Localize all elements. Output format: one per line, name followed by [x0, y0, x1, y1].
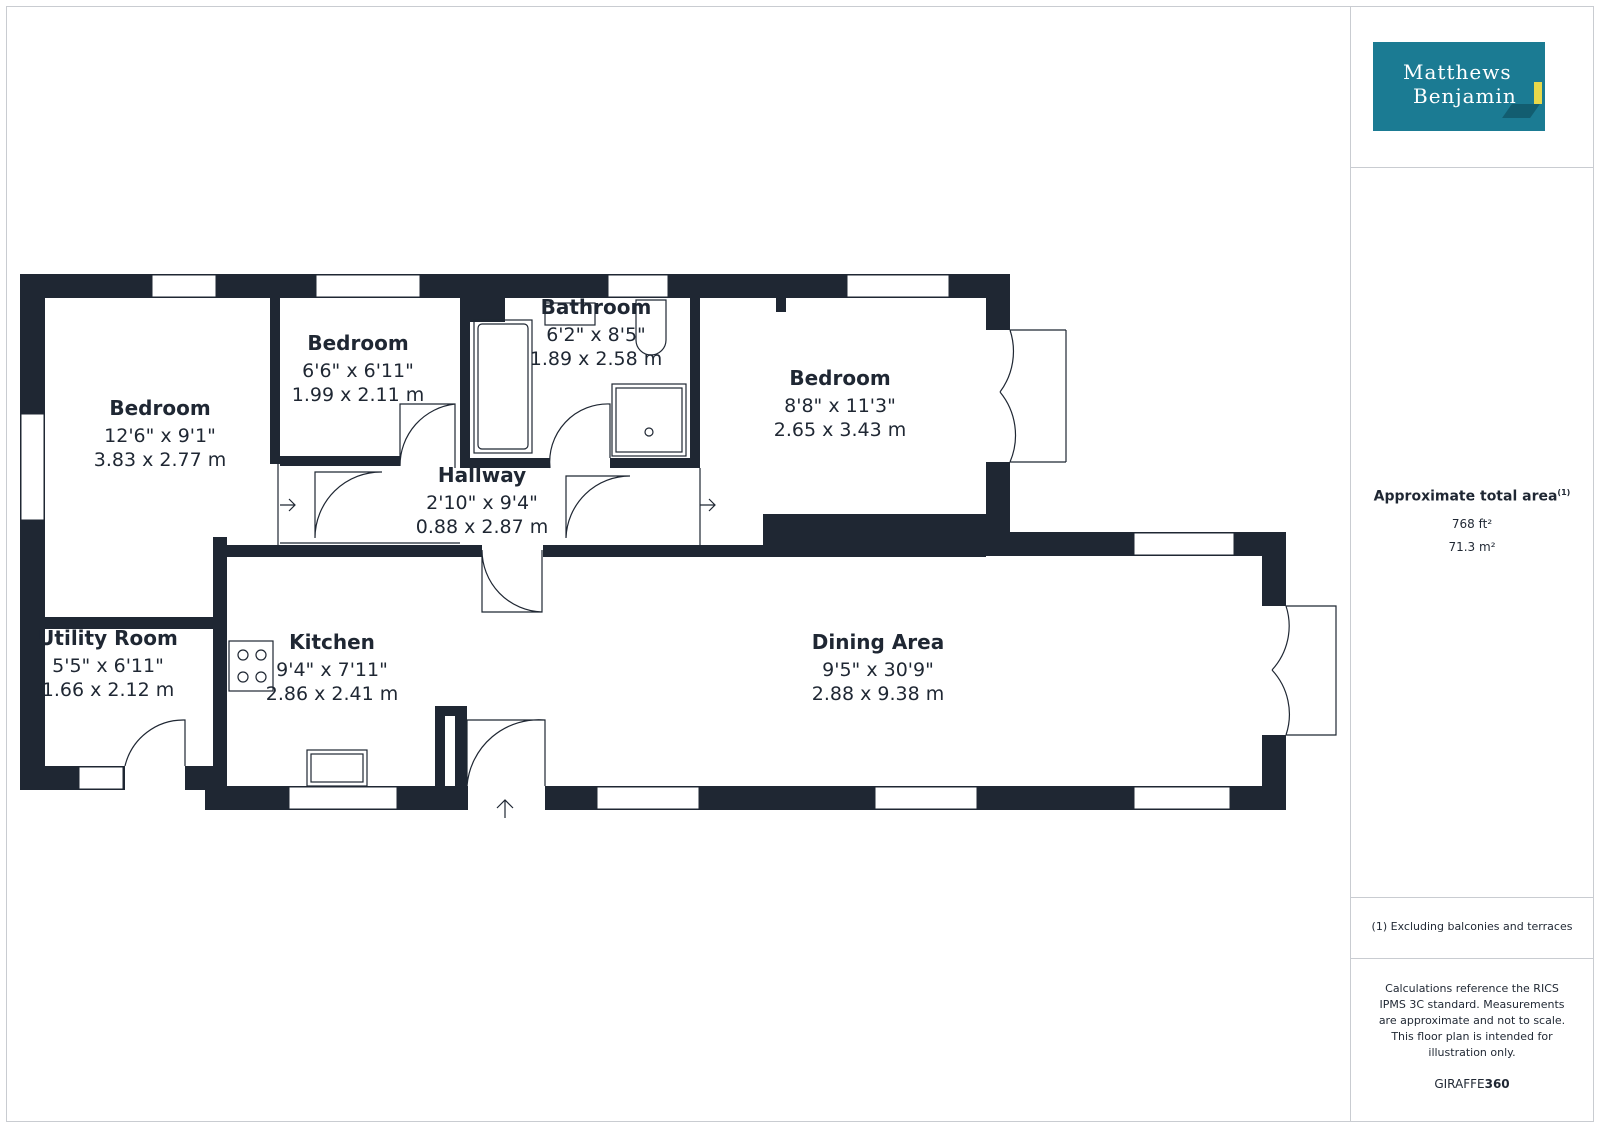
wall-left — [20, 274, 45, 790]
label-bedroom2-metric: 1.99 x 2.11 m — [292, 384, 424, 406]
door-hall-dining — [481, 549, 543, 613]
window-bathroom — [607, 274, 669, 298]
total-area-title: Approximate total area(1) — [1352, 488, 1592, 505]
window-dining-bottom-1 — [596, 786, 700, 810]
entrance-arrow — [496, 799, 514, 818]
window-bedroom1-left — [20, 413, 45, 521]
window-dining-bottom-2 — [874, 786, 978, 810]
shower — [611, 383, 687, 457]
sidebar-rule-middle — [1350, 897, 1594, 898]
door-bathroom — [549, 403, 611, 469]
wall-bathroom-bottom-right — [610, 458, 690, 468]
wall-bathroom-bottom-left — [470, 458, 550, 468]
brand-prefix: GIRAFFE — [1434, 1077, 1485, 1091]
wall-bathroom-topleft — [460, 298, 505, 322]
label-utility-name: Utility Room — [38, 626, 178, 650]
door-bedroom2 — [399, 403, 456, 468]
shower-inner — [615, 387, 683, 453]
arrow-bedroom3 — [700, 498, 716, 512]
sink — [306, 749, 368, 787]
label-hallway-name: Hallway — [438, 463, 526, 487]
logo-line-1: Matthews — [1403, 60, 1512, 84]
wall-kitchen-top — [227, 545, 482, 557]
total-area-ft: 768 ft² — [1451, 517, 1493, 531]
wall-kitchen-partition-2 — [455, 706, 467, 786]
window-dining-bottom-3 — [1133, 786, 1231, 810]
window-bedroom1 — [151, 274, 217, 298]
sidebar-divider — [1350, 6, 1351, 1122]
disclaimer-text: Calculations reference the RICS IPMS 3C … — [1378, 982, 1566, 1059]
wall-kitchen-partition-top — [435, 706, 467, 716]
hallway-lines — [277, 464, 701, 545]
french-door-bedroom3 — [999, 329, 1067, 463]
room-labels: Bedroom 12'6" x 9'1" 3.83 x 2.77 m Bedro… — [38, 295, 944, 705]
label-bathroom-imperial: 6'2" x 8'5" — [546, 324, 646, 346]
window-bedroom3 — [846, 274, 950, 298]
label-kitchen-metric: 2.86 x 2.41 m — [266, 683, 398, 705]
wall-dining-right-upper — [1262, 532, 1286, 606]
window-dining-top — [1133, 532, 1235, 556]
wall-bedroom3-pillar — [776, 298, 786, 312]
wall-kitchen-left — [213, 537, 227, 810]
window-bedroom2 — [315, 274, 421, 298]
door-utility — [124, 719, 186, 767]
bathtub — [473, 319, 533, 454]
wall-kitchen-partition — [435, 706, 445, 786]
wall-bedroom3-right-upper — [986, 274, 1010, 330]
label-bedroom1-imperial: 12'6" x 9'1" — [104, 425, 216, 447]
giraffe360-brand: GIRAFFE360 — [1352, 1077, 1592, 1091]
wall-bedroom2-bottom — [280, 456, 400, 466]
window-kitchen — [288, 786, 398, 810]
wall-dining-top-inner — [543, 545, 986, 557]
area-footnote: (1) Excluding balconies and terraces — [1371, 920, 1573, 933]
matthews-benjamin-logo: Matthews Benjamin — [1373, 42, 1545, 131]
label-bedroom3-imperial: 8'8" x 11'3" — [784, 395, 896, 417]
label-bedroom1-name: Bedroom — [109, 396, 210, 420]
wall-utility-top — [45, 617, 227, 629]
label-bathroom-name: Bathroom — [541, 295, 652, 319]
brand-suffix: 360 — [1484, 1077, 1510, 1091]
windows — [20, 274, 1235, 810]
total-area-note-marker: (1) — [1557, 488, 1571, 497]
label-bedroom3-metric: 2.65 x 3.43 m — [774, 419, 906, 441]
sidebar-rule-top — [1350, 167, 1594, 168]
logo-line-2: Benjamin — [1413, 84, 1517, 108]
page-frame — [6, 6, 1594, 1122]
label-bedroom1-metric: 3.83 x 2.77 m — [94, 449, 226, 471]
label-bedroom2-name: Bedroom — [307, 331, 408, 355]
total-area-m: 71.3 m² — [1448, 540, 1496, 554]
label-dining-imperial: 9'5" x 30'9" — [822, 659, 934, 681]
label-utility-imperial: 5'5" x 6'11" — [52, 655, 164, 677]
bathtub-inner — [477, 323, 529, 450]
label-dining-metric: 2.88 x 9.38 m — [812, 683, 944, 705]
label-bedroom2-imperial: 6'6" x 6'11" — [302, 360, 414, 382]
sidebar-rule-bottom — [1350, 958, 1594, 959]
total-area-title-text: Approximate total area — [1373, 488, 1558, 505]
door-bedroom3 — [565, 475, 631, 539]
label-hallway-imperial: 2'10" x 9'4" — [426, 492, 538, 514]
hob — [228, 640, 274, 692]
label-kitchen-name: Kitchen — [289, 630, 375, 654]
label-hallway-metric: 0.88 x 2.87 m — [416, 516, 548, 538]
door-front — [466, 719, 546, 787]
fixtures — [124, 299, 1337, 818]
label-kitchen-imperial: 9'4" x 7'11" — [276, 659, 388, 681]
arrow-bedroom1 — [280, 498, 296, 512]
window-utility — [78, 766, 124, 790]
floor-plan: Bedroom 12'6" x 9'1" 3.83 x 2.77 m Bedro… — [20, 274, 1337, 818]
wall-bathroom-right — [690, 298, 700, 468]
label-bedroom3-name: Bedroom — [789, 366, 890, 390]
label-bathroom-metric: 1.89 x 2.58 m — [530, 348, 662, 370]
toilet — [635, 299, 667, 356]
door-bedroom1 — [314, 471, 383, 539]
french-door-dining — [1271, 605, 1337, 736]
label-utility-metric: 1.66 x 2.12 m — [42, 679, 174, 701]
basin — [544, 302, 596, 326]
shower-drain — [644, 427, 654, 437]
logo-accent-bar — [1534, 82, 1542, 104]
wall-bathroom-left — [460, 298, 470, 468]
label-dining-name: Dining Area — [812, 630, 944, 654]
wall-bedroom1-right — [270, 298, 280, 464]
